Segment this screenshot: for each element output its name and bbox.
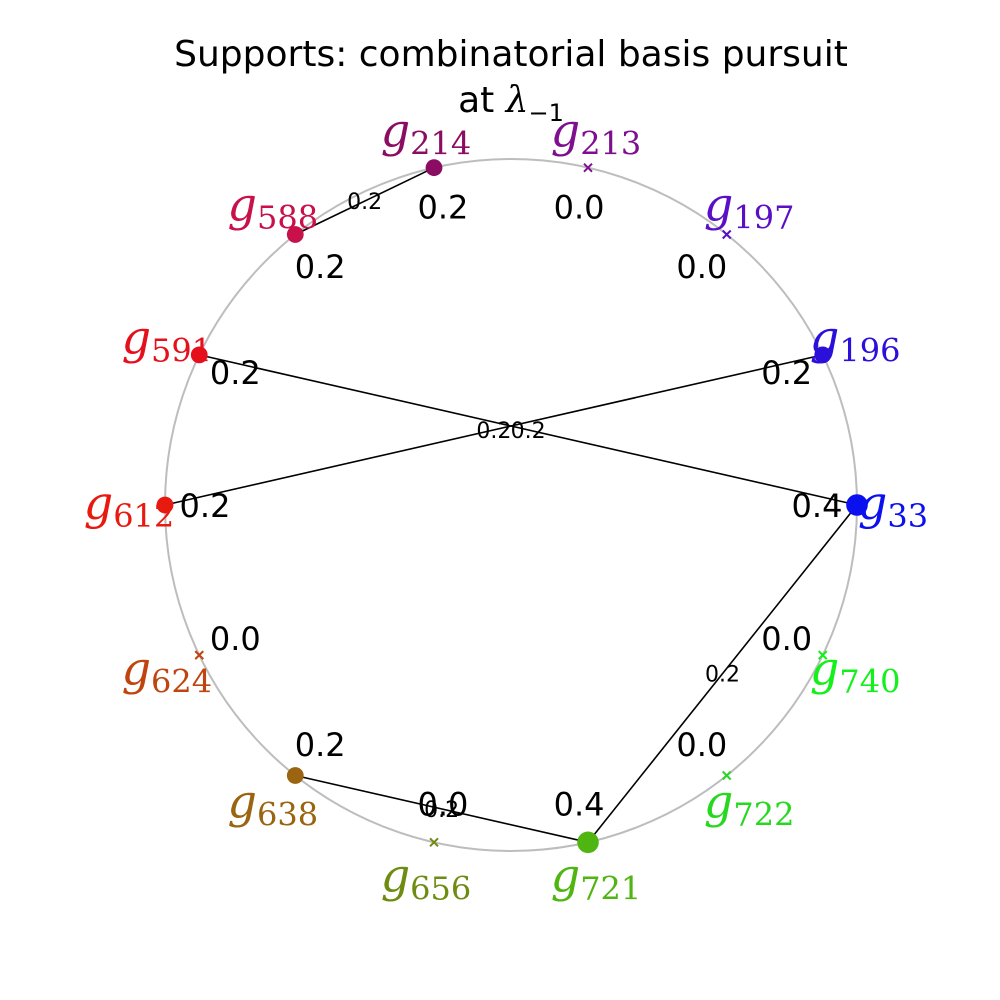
- node-name-g624: g624: [122, 642, 213, 701]
- edge-638-721: [295, 774, 589, 844]
- node-value-g197: 0.0: [676, 248, 727, 286]
- title-line-2: at λ−1: [458, 80, 564, 127]
- node-name-g721: g721: [551, 848, 642, 907]
- node-g656: g656 0.0: [381, 785, 472, 907]
- chart-title: Supports: combinatorial basis pursuit at…: [174, 34, 848, 127]
- node-g588: g588 0.2: [228, 177, 346, 285]
- node-name-g722: g722: [704, 775, 795, 834]
- node-value-g721: 0.4: [554, 785, 605, 823]
- edge-label-612-196: 0.2: [476, 419, 511, 444]
- title-line-1: Supports: combinatorial basis pursuit: [174, 34, 848, 75]
- node-value-g214: 0.2: [417, 189, 468, 227]
- node-cross-g722: [722, 770, 732, 781]
- node-value-g656: 0.0: [417, 785, 468, 823]
- node-g721: g721 0.4: [551, 785, 642, 907]
- node-g638: g638 0.2: [228, 726, 346, 833]
- node-value-g722: 0.0: [676, 726, 727, 764]
- node-name-g591: g591: [122, 310, 213, 369]
- node-g722: g722 0.0: [676, 726, 794, 833]
- node-value-g213: 0.0: [554, 189, 605, 227]
- node-value-g196: 0.2: [761, 354, 812, 392]
- node-cross-g740: [818, 650, 828, 660]
- node-cross-g197: [722, 229, 732, 240]
- node-value-g588: 0.2: [295, 248, 346, 286]
- node-marker-g33: [846, 494, 868, 516]
- edge-588-214: [294, 166, 435, 236]
- node-name-g33: g33: [858, 476, 928, 535]
- node-name-g612: g612: [84, 476, 175, 535]
- node-value-g612: 0.2: [180, 487, 231, 525]
- node-cross-g624: [194, 650, 204, 660]
- node-marker-g196: [814, 346, 832, 364]
- node-g214: g214 0.2: [381, 104, 472, 227]
- edge-33-721: [587, 504, 858, 843]
- node-name-g588: g588: [228, 177, 319, 236]
- node-cross-g213: [583, 162, 593, 173]
- node-name-g214: g214: [381, 104, 472, 163]
- node-name-g197: g197: [704, 177, 795, 236]
- node-name-g656: g656: [381, 848, 472, 907]
- edge-591-33: [199, 354, 858, 506]
- node-value-g638: 0.2: [295, 726, 346, 764]
- support-circle: [164, 158, 858, 852]
- node-value-g624: 0.0: [210, 620, 261, 658]
- title-lambda-sub: −1: [529, 99, 564, 127]
- node-marker-g638: [286, 767, 304, 784]
- edge-label-591-33: 0.2: [511, 419, 546, 444]
- edge-label-638-721: 0.2: [424, 798, 459, 823]
- node-cross-g656: [429, 837, 439, 848]
- title-prefix: at: [458, 80, 506, 121]
- node-marker-g612: [156, 496, 174, 514]
- node-g33: g33 0.4: [792, 476, 929, 535]
- node-marker-g214: [425, 159, 443, 177]
- node-marker-g721: [577, 831, 599, 854]
- node-value-g33: 0.4: [792, 487, 843, 525]
- node-value-g740: 0.0: [761, 620, 812, 658]
- node-marker-g588: [286, 226, 304, 243]
- node-g213: g213 0.0: [551, 104, 642, 227]
- node-value-g591: 0.2: [210, 354, 261, 392]
- edges-layer: 0.20.20.20.20.2: [164, 166, 858, 844]
- node-g197: g197 0.0: [676, 177, 794, 285]
- node-marker-g591: [190, 346, 208, 364]
- node-name-g196: g196: [810, 310, 901, 369]
- edge-label-33-721: 0.2: [705, 663, 740, 688]
- edge-612-196: [164, 354, 823, 506]
- node-name-g740: g740: [810, 642, 901, 701]
- node-name-g638: g638: [228, 775, 319, 834]
- node-name-g213: g213: [551, 104, 642, 163]
- title-lambda: λ: [504, 80, 529, 121]
- edge-label-588-214: 0.2: [347, 190, 382, 215]
